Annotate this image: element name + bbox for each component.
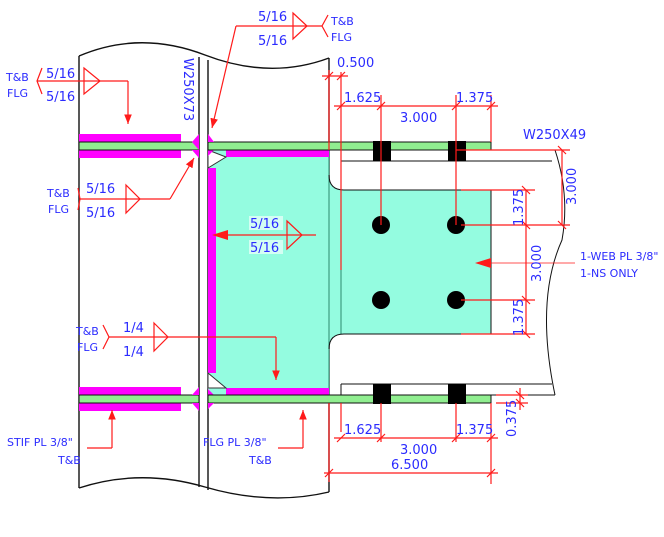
weld-symbol-web-plate (212, 219, 316, 251)
weld-top-stiffener-ref: T&B (5, 71, 29, 84)
dimension-lines (322, 70, 575, 484)
weld-symbol-bottom-plate (102, 321, 280, 380)
web-plate-callout-line1: 1-WEB PL 3/8" (580, 250, 658, 263)
weld-top-flange-subref: FLG (331, 31, 352, 44)
weld-top-flange-size-b: 5/16 (258, 34, 287, 49)
weld-top-stiffener-size-a: 5/16 (46, 67, 75, 82)
flange-plate-callout-line1: FLG PL 3/8" (203, 436, 267, 449)
bolt-web-3 (372, 291, 390, 309)
weld-column-flange-subref: FLG (48, 203, 69, 216)
stiffener-callout-line1: STIF PL 3/8" (7, 436, 73, 449)
top-stiffener (78, 134, 200, 158)
weld-column-flange-size-a: 5/16 (86, 182, 115, 197)
weld-bottom-plate-size-a: 1/4 (123, 321, 144, 336)
weld-symbol-column-flange (77, 157, 195, 215)
weld-top-flange-size-a: 5/16 (258, 10, 287, 25)
flange-plate-callout-line2: T&B (248, 454, 272, 467)
dim-web-bolt-spacing: 3.000 (530, 245, 545, 282)
beam-section-label: W250X49 (523, 128, 586, 143)
bolt-web-4 (447, 291, 465, 309)
dim-beam-depth-upper: 3.000 (565, 168, 580, 205)
web-bolts (372, 216, 465, 309)
stiffener-callout-leader (87, 410, 116, 449)
dim-web-edge-top: 1.375 (512, 189, 527, 226)
weld-bottom-plate-size-b: 1/4 (123, 345, 144, 360)
weld-symbol-top-stiffener (36, 66, 132, 124)
flange-plate-callout-leader (278, 410, 307, 449)
bottom-stiffener (78, 387, 200, 411)
bolt-bottom-1 (373, 384, 391, 404)
column-section-label: W250X73 (180, 58, 195, 121)
weld-web-plate-size-a: 5/16 (250, 217, 279, 232)
weld-bottom-plate-subref: FLG (77, 341, 98, 354)
bolt-top-2 (448, 141, 466, 161)
flange-bolts (373, 141, 466, 404)
weld-web-plate-size-b: 5/16 (250, 241, 279, 256)
weld-top-stiffener-size-b: 5/16 (46, 90, 75, 105)
dim-plate-thickness: 0.375 (505, 400, 520, 437)
dim-bottom-edge-right: 1.375 (456, 423, 493, 438)
stiffener-callout-line2: T&B (57, 454, 81, 467)
web-plate-callout-line2: 1-NS ONLY (580, 267, 638, 280)
dim-top-edge-left: 1.625 (344, 91, 381, 106)
dim-bottom-bolt-spacing: 3.000 (400, 443, 437, 458)
bolt-bottom-2 (448, 384, 466, 404)
weld-column-flange-ref: T&B (46, 187, 70, 200)
dim-top-edge-right: 1.375 (456, 91, 493, 106)
dim-bottom-edge-left: 1.625 (344, 423, 381, 438)
weld-top-flange-ref: T&B (330, 15, 354, 28)
dim-top-bolt-spacing: 3.000 (400, 111, 437, 126)
dim-web-edge-bottom: 1.375 (512, 299, 527, 336)
bolt-top-1 (373, 141, 391, 161)
dim-gap: 0.500 (337, 56, 374, 71)
weld-symbol-top-flange-plate (210, 11, 329, 129)
web-plate-region (207, 149, 492, 395)
weld-column-flange-size-b: 5/16 (86, 206, 115, 221)
dim-plate-length: 6.500 (391, 458, 428, 473)
weld-top-stiffener-subref: FLG (7, 87, 28, 100)
weld-bottom-plate-ref: T&B (75, 325, 99, 338)
